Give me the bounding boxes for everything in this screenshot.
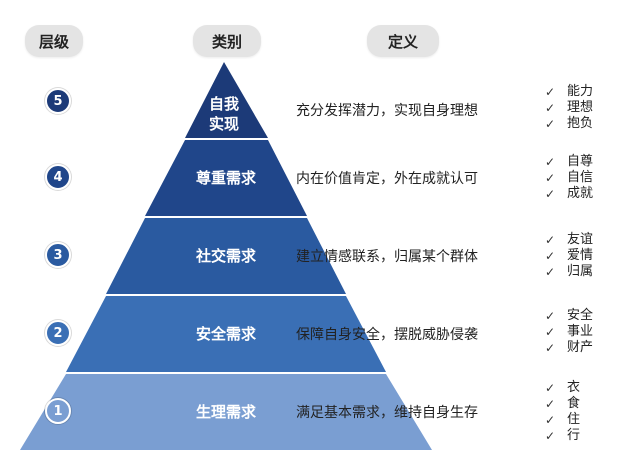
check-item: ✓住 — [545, 412, 580, 428]
tier-2-label: 安全需求 — [176, 324, 276, 344]
check-item-label: 归属 — [567, 264, 594, 279]
tier-3-label: 社交需求 — [176, 246, 276, 266]
level-number: 1 — [53, 403, 63, 419]
check-icon: ✓ — [545, 413, 556, 427]
check-item-label: 友谊 — [567, 232, 594, 247]
check-item: ✓ 事业 — [545, 324, 593, 340]
tier-label-line: 实现 — [208, 115, 239, 133]
check-icon: ✓ — [545, 325, 556, 339]
check-item-label: 安全 — [567, 308, 594, 323]
tier-3-definition: 建立情感联系，归属某个群体 — [296, 249, 478, 265]
level-circle-3: 3 — [45, 242, 71, 268]
check-icon: ✓ — [545, 341, 556, 355]
level-circle-1: 1 — [45, 398, 71, 424]
check-item-label: 爱情 — [567, 248, 594, 263]
check-item: ✓ 能力 — [545, 84, 593, 100]
check-item: ✓ 自信 — [545, 170, 593, 186]
tier-5-label: 自我 实现 — [194, 94, 254, 134]
tier-1-checklist: ✓衣 ✓食 ✓住 ✓行 — [545, 380, 580, 444]
check-icon: ✓ — [545, 249, 556, 263]
header-definition: 定义 — [367, 25, 439, 57]
check-item-label: 能力 — [567, 84, 594, 99]
tier-4-label: 尊重需求 — [176, 168, 276, 188]
check-item: ✓ 理想 — [545, 100, 593, 116]
header-level: 层级 — [25, 25, 83, 57]
level-number: 3 — [53, 247, 63, 263]
tier-label-line: 生理需求 — [195, 403, 256, 421]
level-circle-4: 4 — [45, 164, 71, 190]
check-item-label: 理想 — [567, 100, 594, 115]
check-item-label: 衣 — [567, 380, 581, 395]
check-item: ✓ 成就 — [545, 186, 593, 202]
header-level-label: 层级 — [38, 32, 69, 51]
check-item: ✓ 抱负 — [545, 116, 593, 132]
header-category: 类别 — [193, 25, 261, 57]
check-item-label: 成就 — [567, 186, 594, 201]
check-icon: ✓ — [545, 187, 556, 201]
check-icon: ✓ — [545, 85, 556, 99]
tier-label-line: 自我 — [208, 95, 239, 113]
check-icon: ✓ — [545, 265, 556, 279]
tier-5-checklist: ✓ 能力 ✓ 理想 ✓ 抱负 — [545, 84, 593, 132]
tier-5-definition: 充分发挥潜力，实现自身理想 — [296, 103, 478, 119]
tier-2-definition: 保障自身安全，摆脱威胁侵袭 — [296, 327, 478, 343]
pyramid-tier-1 — [20, 374, 432, 450]
check-item-label: 财产 — [567, 340, 594, 355]
check-item: ✓ 自尊 — [545, 154, 593, 170]
tier-4-definition: 内在价值肯定，外在成就认可 — [296, 171, 478, 187]
level-number: 5 — [53, 93, 63, 109]
check-icon: ✓ — [545, 397, 556, 411]
pyramid-tier-2 — [66, 296, 386, 372]
check-icon: ✓ — [545, 381, 556, 395]
check-item: ✓ 安全 — [545, 308, 593, 324]
check-item-label: 住 — [567, 412, 581, 427]
check-item-label: 抱负 — [567, 116, 594, 131]
check-item: ✓行 — [545, 428, 580, 444]
check-item-label: 自信 — [567, 170, 594, 185]
level-circle-2: 2 — [45, 320, 71, 346]
check-item-label: 行 — [567, 428, 581, 443]
pyramid-tier-3 — [106, 218, 346, 294]
tier-4-checklist: ✓ 自尊 ✓ 自信 ✓ 成就 — [545, 154, 593, 202]
check-icon: ✓ — [545, 233, 556, 247]
check-item: ✓衣 — [545, 380, 580, 396]
check-item-label: 事业 — [567, 324, 594, 339]
level-circle-5: 5 — [45, 88, 71, 114]
check-item: ✓ 归属 — [545, 264, 593, 280]
tier-1-label: 生理需求 — [176, 402, 276, 422]
check-item-label: 食 — [567, 396, 581, 411]
check-icon: ✓ — [545, 117, 556, 131]
header-category-label: 类别 — [211, 32, 242, 51]
tier-label-line: 尊重需求 — [195, 169, 256, 187]
tier-label-line: 安全需求 — [195, 325, 256, 343]
level-number: 2 — [53, 325, 63, 341]
header-definition-label: 定义 — [387, 32, 418, 51]
check-item: ✓食 — [545, 396, 580, 412]
check-icon: ✓ — [545, 155, 556, 169]
check-item: ✓ 爱情 — [545, 248, 593, 264]
check-item: ✓ 财产 — [545, 340, 593, 356]
level-number: 4 — [53, 169, 63, 185]
tier-2-checklist: ✓ 安全 ✓ 事业 ✓ 财产 — [545, 308, 593, 356]
tier-3-checklist: ✓ 友谊 ✓ 爱情 ✓ 归属 — [545, 232, 593, 280]
check-icon: ✓ — [545, 429, 556, 443]
pyramid-tier-5 — [185, 62, 268, 138]
check-item-label: 自尊 — [567, 154, 594, 169]
check-icon: ✓ — [545, 309, 556, 323]
check-icon: ✓ — [545, 101, 556, 115]
tier-label-line: 社交需求 — [195, 247, 256, 265]
tier-1-definition: 满足基本需求，维持自身生存 — [296, 405, 478, 421]
check-item: ✓ 友谊 — [545, 232, 593, 248]
pyramid-tier-4 — [145, 140, 307, 216]
check-icon: ✓ — [545, 171, 556, 185]
